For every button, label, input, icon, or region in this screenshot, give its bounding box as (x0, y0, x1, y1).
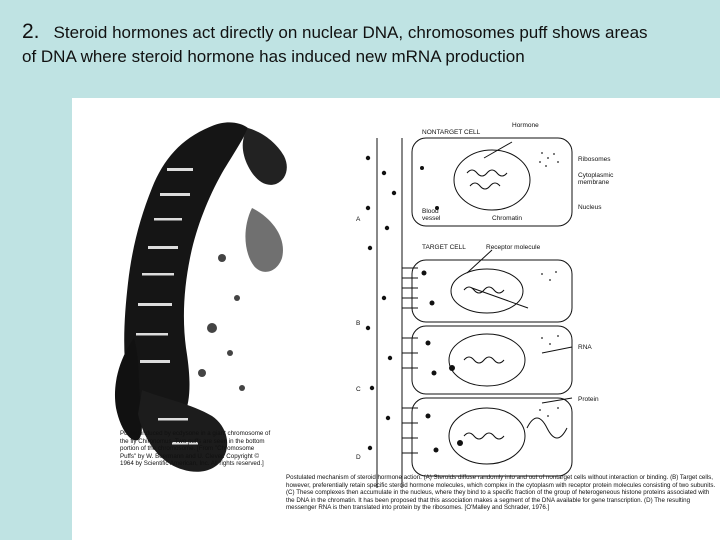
panel-letter-b: B (356, 320, 361, 327)
label-protein: Protein (578, 396, 599, 403)
steroid-mechanism-diagram (376, 137, 573, 488)
figure-panel: Puffing induced by ecdysone in a giant c… (72, 98, 720, 540)
heading-line-1: Steroid hormones act directly on nuclear… (53, 23, 648, 42)
label-receptor-molecule: Receptor molecule (486, 244, 541, 251)
label-rna: RNA (578, 344, 592, 351)
label-target-cell: TARGET CELL (422, 244, 466, 251)
mechanism-caption: Postulated mechanism of steroid hormone … (286, 474, 716, 512)
chromosome-caption: Puffing induced by ecdysone in a giant c… (120, 430, 271, 468)
ribosomes (539, 152, 559, 417)
label-nucleus: Nucleus (578, 204, 602, 211)
panel-letter-c: C (356, 386, 361, 393)
label-ribosomes: Ribosomes (578, 156, 611, 163)
label-hormone: Hormone (512, 122, 539, 129)
figure-artwork (114, 122, 573, 488)
label-chromatin: Chromatin (492, 215, 522, 222)
slide-number: 2. (22, 20, 40, 43)
heading-line-2: of DNA where steroid hormone has induced… (22, 47, 525, 66)
panel-letter-a: A (356, 216, 361, 223)
label-cytoplasmic-membrane: Cytoplasmic membrane (578, 172, 614, 186)
chromosome-micrograph (114, 122, 287, 472)
label-nontarget-cell: NONTARGET CELL (422, 129, 481, 136)
hormone-molecules (365, 155, 463, 453)
label-blood-vessel: Blood vessel (422, 208, 441, 222)
panel-letter-d: D (356, 454, 361, 461)
slide-heading: 2. Steroid hormones act directly on nucle… (22, 20, 712, 69)
